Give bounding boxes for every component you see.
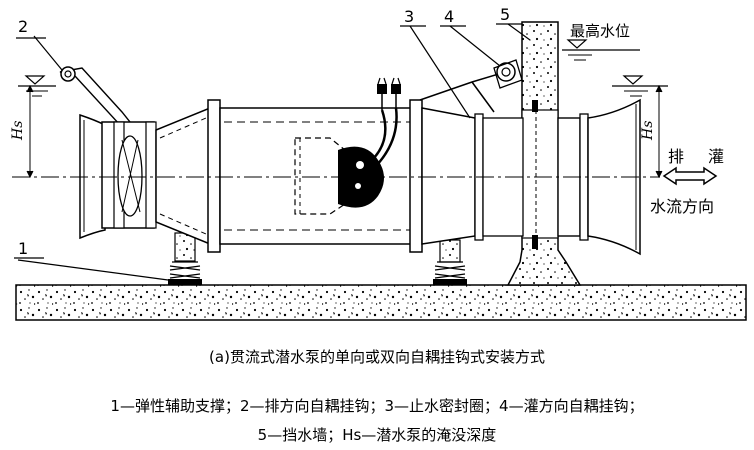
hs-right-label: Hs bbox=[640, 121, 656, 141]
water-level-right bbox=[612, 75, 668, 179]
max-water-level-label: 最高水位 bbox=[570, 22, 630, 40]
label-3: 3 bbox=[404, 7, 414, 26]
elastic-support-left bbox=[168, 232, 202, 285]
concrete-floor bbox=[15, 284, 747, 321]
water-level-left bbox=[18, 75, 56, 179]
max-water-level-marker bbox=[562, 39, 640, 61]
inlet-bell-and-hook bbox=[59, 66, 157, 240]
irrigate-label: 灌 bbox=[708, 147, 724, 166]
outlet-cone bbox=[419, 59, 524, 245]
label-1: 1 bbox=[18, 239, 28, 258]
hs-left-label: Hs bbox=[10, 121, 26, 141]
discharge-label: 排 bbox=[668, 147, 684, 166]
inlet-cone bbox=[155, 106, 211, 246]
label-4: 4 bbox=[444, 7, 454, 26]
leader-lines bbox=[14, 23, 531, 281]
main-pipe bbox=[207, 99, 423, 253]
label-5: 5 bbox=[500, 5, 510, 24]
legend-line-1: 1—弹性辅助支撑；2—排方向自耦挂钩；3—止水密封圈；4—灌方向自耦挂钩； bbox=[110, 397, 644, 415]
legend-line-2: 5—挡水墙；Hs—潜水泵的淹没深度 bbox=[257, 426, 497, 444]
elastic-support-right bbox=[433, 239, 467, 285]
flow-direction-label: 水流方向 bbox=[650, 197, 714, 216]
figure-subtitle: (a)贯流式潜水泵的单向或双向自耦挂钩式安装方式 bbox=[209, 348, 545, 366]
label-2: 2 bbox=[18, 17, 28, 36]
flow-direction-arrow bbox=[662, 166, 718, 186]
power-cables bbox=[371, 77, 401, 167]
